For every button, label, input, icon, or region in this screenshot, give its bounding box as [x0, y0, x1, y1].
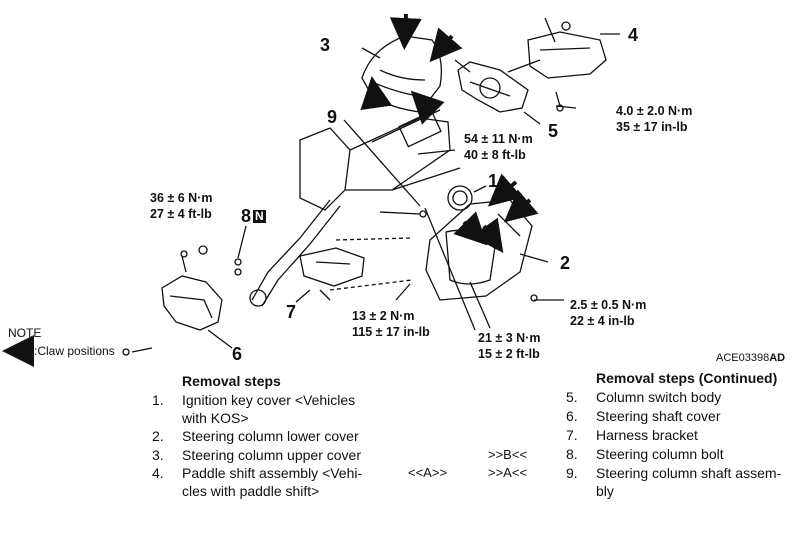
claw-arrows [360, 13, 539, 254]
callout-4: 4 [628, 25, 639, 45]
removal-step-9: 9. Steering column shaft assem- bly [566, 465, 782, 499]
paddle-shift-part [527, 17, 607, 112]
note-title: NOTE [8, 326, 42, 340]
removal-step-3: 3. Steering column upper cover [152, 447, 361, 463]
n-mark-badge: N [253, 209, 266, 223]
service-mark-a-install: <<A>> [408, 465, 448, 480]
service-mark-b-step3: >>B<< [488, 447, 528, 462]
harness-bracket-part [299, 237, 413, 301]
removal-step-7: 7. Harness bracket [566, 427, 698, 443]
shaft-cover-part [161, 245, 223, 331]
callout-1: 1 [488, 171, 499, 191]
removal-step-2: 2. Steering column lower cover [152, 428, 359, 444]
callout-3: 3 [320, 35, 331, 55]
service-mark-a-removal: >>A<< [488, 465, 528, 480]
removal-step-8: 8. Steering column bolt [566, 446, 724, 462]
removal-continued-title: Removal steps (Continued) [596, 370, 778, 386]
removal-step-6: 6. Steering shaft cover [566, 408, 721, 424]
callout-5: 5 [548, 121, 559, 141]
removal-steps-title: Removal steps [182, 373, 281, 389]
column-switch-part [454, 59, 541, 113]
callout-2: 2 [560, 253, 571, 273]
callout-6: 6 [232, 344, 243, 364]
removal-step-1: 1. Ignition key cover <Vehicles with KOS… [152, 392, 356, 426]
removal-step-4: 4. Paddle shift assembly <Vehi- cles wit… [152, 465, 363, 499]
note-claw-positions: :Claw positions [34, 344, 115, 358]
ignition-key-cover-part [447, 185, 473, 211]
callout-7: 7 [286, 302, 297, 322]
exploded-view-diagram [2, 13, 620, 367]
removal-step-5: 5. Column switch body [566, 389, 722, 405]
callout-9: 9 [327, 107, 338, 127]
figure-id: ACE03398AD [716, 352, 786, 364]
column-shaft-part [249, 109, 461, 307]
